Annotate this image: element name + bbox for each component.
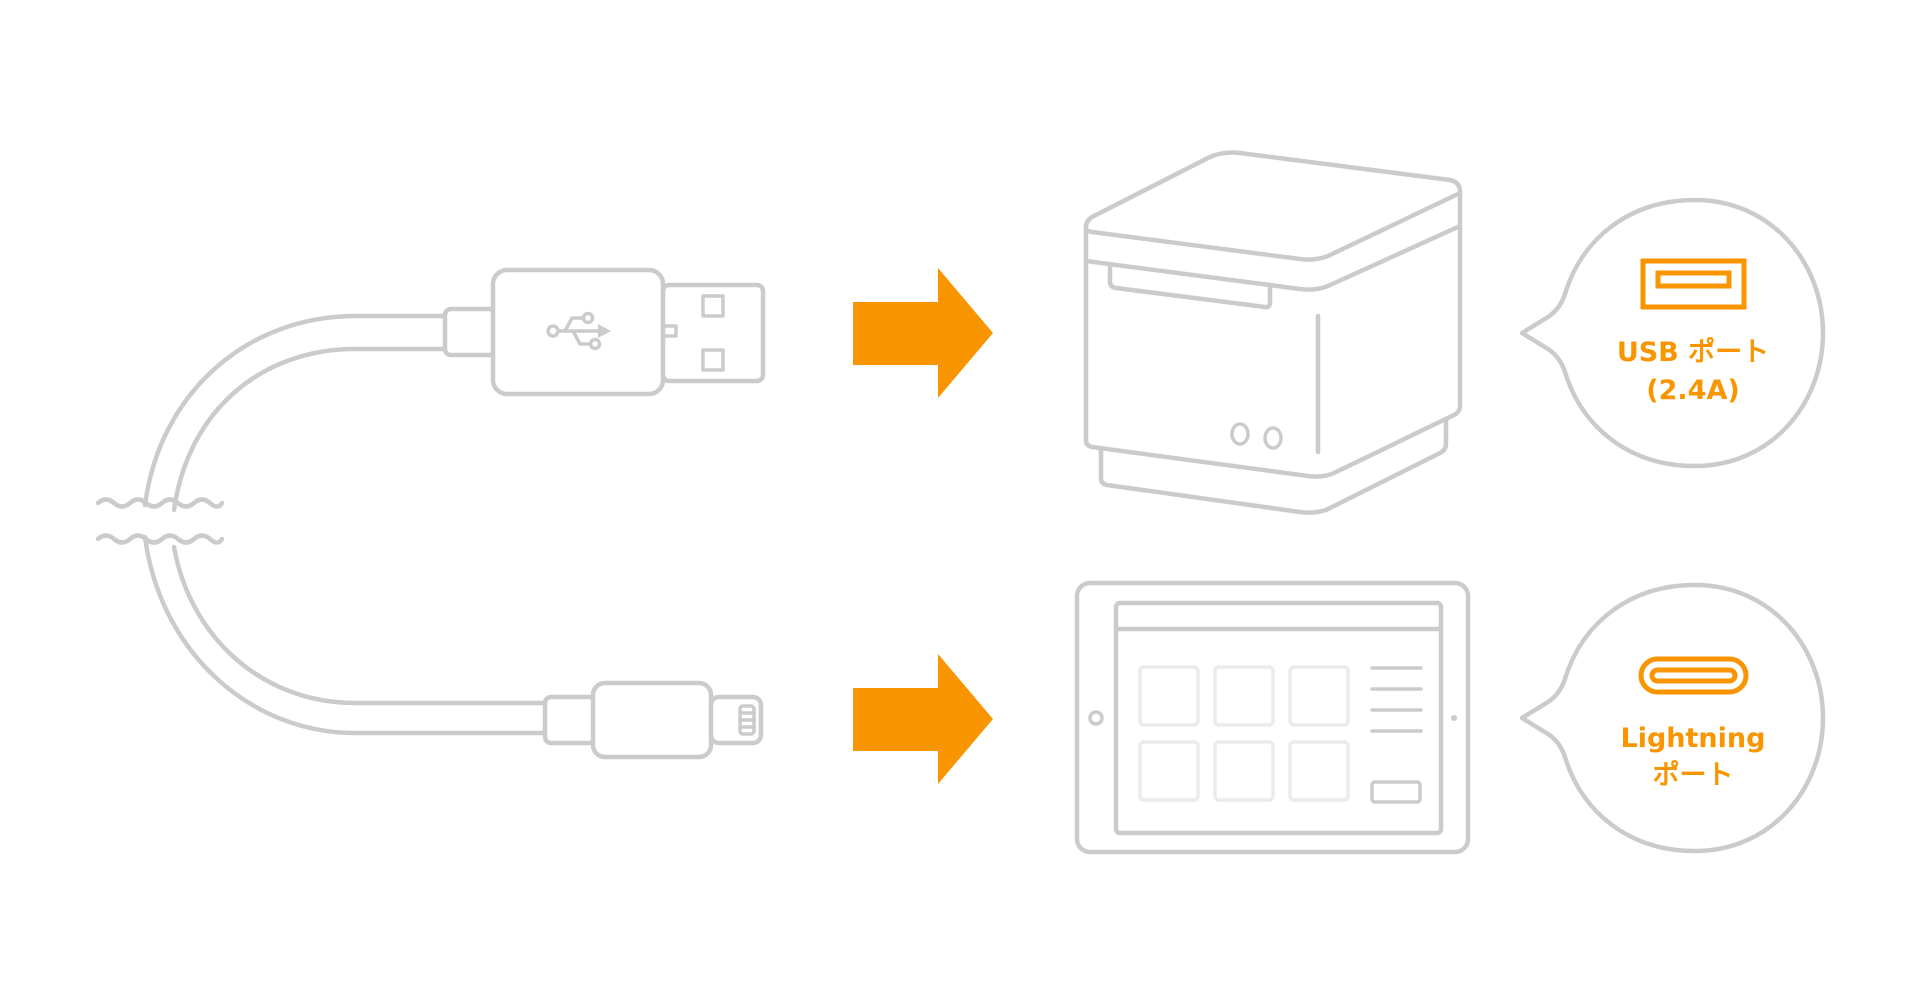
usb-arrow bbox=[853, 268, 993, 398]
tablet-app-grid bbox=[1138, 665, 1350, 802]
printer-lid-front bbox=[1083, 223, 1463, 292]
cable-upper-inner bbox=[171, 346, 448, 513]
app-tile bbox=[1288, 665, 1350, 727]
usb-tip-hole-bottom bbox=[701, 348, 725, 372]
cable-lower-inner bbox=[171, 544, 548, 706]
cable-upper-outer bbox=[142, 313, 448, 508]
app-tile bbox=[1138, 740, 1200, 802]
app-tile bbox=[1288, 740, 1350, 802]
cable-break-icon bbox=[95, 497, 225, 545]
lightning-plug-tip bbox=[708, 694, 764, 746]
usb-port-bubble: USB ポート (2.4A) bbox=[1519, 197, 1826, 469]
app-tile bbox=[1138, 665, 1200, 727]
receipt-printer-icon bbox=[1083, 150, 1463, 515]
usb-trident-icon bbox=[546, 311, 611, 351]
tablet-icon bbox=[1074, 580, 1471, 855]
usb-a-connector-icon bbox=[442, 267, 766, 397]
tablet-camera bbox=[1088, 710, 1104, 726]
app-tile bbox=[1213, 740, 1275, 802]
lightning-arrow bbox=[853, 654, 993, 784]
tablet-screen-button bbox=[1370, 780, 1422, 804]
arrows bbox=[853, 268, 993, 784]
lightning-port-icon bbox=[1638, 656, 1749, 695]
lightning-strain-relief bbox=[542, 694, 598, 746]
usb-a-port-icon bbox=[1640, 258, 1747, 310]
usb-tip-hole-top bbox=[701, 294, 725, 318]
printer-body bbox=[1083, 150, 1463, 479]
cable bbox=[95, 267, 766, 760]
tablet-screen bbox=[1113, 600, 1444, 836]
break-wave-top bbox=[95, 497, 225, 509]
lightning-connector-icon bbox=[542, 680, 764, 760]
lightning-bubble-line1: Lightning bbox=[1621, 723, 1766, 754]
app-tile bbox=[1213, 665, 1275, 727]
printer-paper-slot bbox=[1107, 262, 1273, 310]
usb-bubble-line1: USB ポート bbox=[1617, 337, 1769, 368]
lightning-bubble-outline bbox=[1519, 582, 1826, 854]
printer-lid-edge bbox=[1083, 190, 1463, 262]
break-wave-bottom bbox=[95, 533, 225, 545]
usb-strain-relief bbox=[442, 306, 498, 358]
printer-button-2 bbox=[1263, 426, 1283, 450]
lightning-bubble-line2: ポート bbox=[1653, 760, 1734, 791]
usb-bubble-line2: (2.4A) bbox=[1646, 375, 1739, 406]
tablet-list bbox=[1370, 666, 1423, 733]
usb-tip-latch bbox=[661, 324, 678, 338]
lightning-port-bubble: Lightning ポート bbox=[1519, 582, 1826, 854]
cable-lower-outer bbox=[142, 534, 548, 736]
usb-metal-tip bbox=[660, 282, 766, 384]
printer-button-1 bbox=[1230, 422, 1250, 446]
tablet-sensor bbox=[1451, 715, 1457, 721]
lightning-plug-body bbox=[590, 680, 714, 760]
usb-bubble-outline bbox=[1519, 197, 1826, 469]
